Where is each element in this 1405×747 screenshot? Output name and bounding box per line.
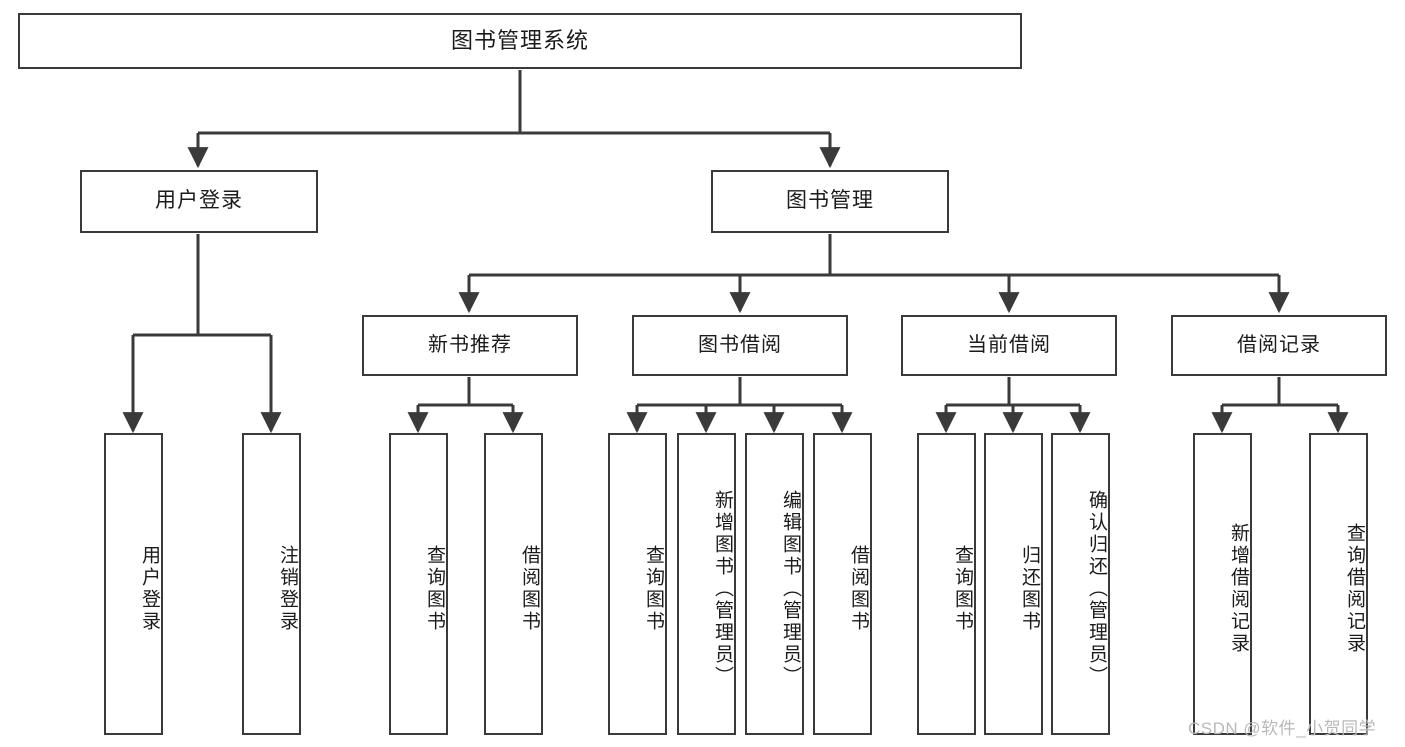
leaf-book-borrow-add-admin[interactable]: 新增图书（管理员） [677, 433, 736, 735]
node-label: 用户登录 [155, 189, 243, 213]
node-label: 用户登录 [139, 545, 160, 633]
node-root-library-management-system[interactable]: 图书管理系统 [18, 13, 1022, 69]
leaf-records-add[interactable]: 新增借阅记录 [1193, 433, 1252, 735]
node-book-management[interactable]: 图书管理 [711, 170, 949, 233]
node-label: 编辑图书（管理员） [780, 490, 801, 688]
node-new-book-recommendation[interactable]: 新书推荐 [362, 315, 578, 376]
leaf-book-borrow-borrow[interactable]: 借阅图书 [813, 433, 872, 735]
node-label: 图书管理系统 [450, 28, 589, 54]
node-label: 图书管理 [786, 189, 874, 213]
node-label: 新书推荐 [428, 334, 512, 356]
node-label: 借阅图书 [519, 545, 540, 633]
node-user-login[interactable]: 用户登录 [80, 170, 318, 233]
node-label: 借阅记录 [1237, 334, 1321, 356]
leaf-current-borrow-confirm-return-admin[interactable]: 确认归还（管理员） [1051, 433, 1110, 735]
node-label: 当前借阅 [967, 334, 1051, 356]
node-label: 确认归还（管理员） [1086, 490, 1107, 688]
node-label: 注销登录 [277, 545, 298, 633]
node-label: 查询图书 [952, 545, 973, 633]
node-label: 查询借阅记录 [1344, 523, 1365, 655]
node-borrow-records[interactable]: 借阅记录 [1171, 315, 1387, 376]
leaf-new-books-query[interactable]: 查询图书 [389, 433, 448, 735]
leaf-user-login-signout[interactable]: 注销登录 [242, 433, 301, 735]
leaf-book-borrow-query[interactable]: 查询图书 [608, 433, 667, 735]
node-label: 查询图书 [643, 545, 664, 633]
leaf-new-books-borrow[interactable]: 借阅图书 [484, 433, 543, 735]
node-label: 借阅图书 [848, 545, 869, 633]
leaf-current-borrow-query[interactable]: 查询图书 [917, 433, 976, 735]
node-label: 归还图书 [1019, 545, 1040, 633]
node-label: 新增借阅记录 [1228, 523, 1249, 655]
csdn-watermark: CSDN @软件_小贺同学 [1188, 719, 1377, 738]
node-label: 新增图书（管理员） [712, 490, 733, 688]
leaf-records-query[interactable]: 查询借阅记录 [1309, 433, 1368, 735]
leaf-current-borrow-return[interactable]: 归还图书 [984, 433, 1043, 735]
leaf-user-login-signin[interactable]: 用户登录 [104, 433, 163, 735]
node-current-borrow[interactable]: 当前借阅 [901, 315, 1117, 376]
leaf-book-borrow-edit-admin[interactable]: 编辑图书（管理员） [745, 433, 804, 735]
node-book-borrow[interactable]: 图书借阅 [632, 315, 848, 376]
node-label: 图书借阅 [698, 334, 782, 356]
node-label: 查询图书 [424, 545, 445, 633]
